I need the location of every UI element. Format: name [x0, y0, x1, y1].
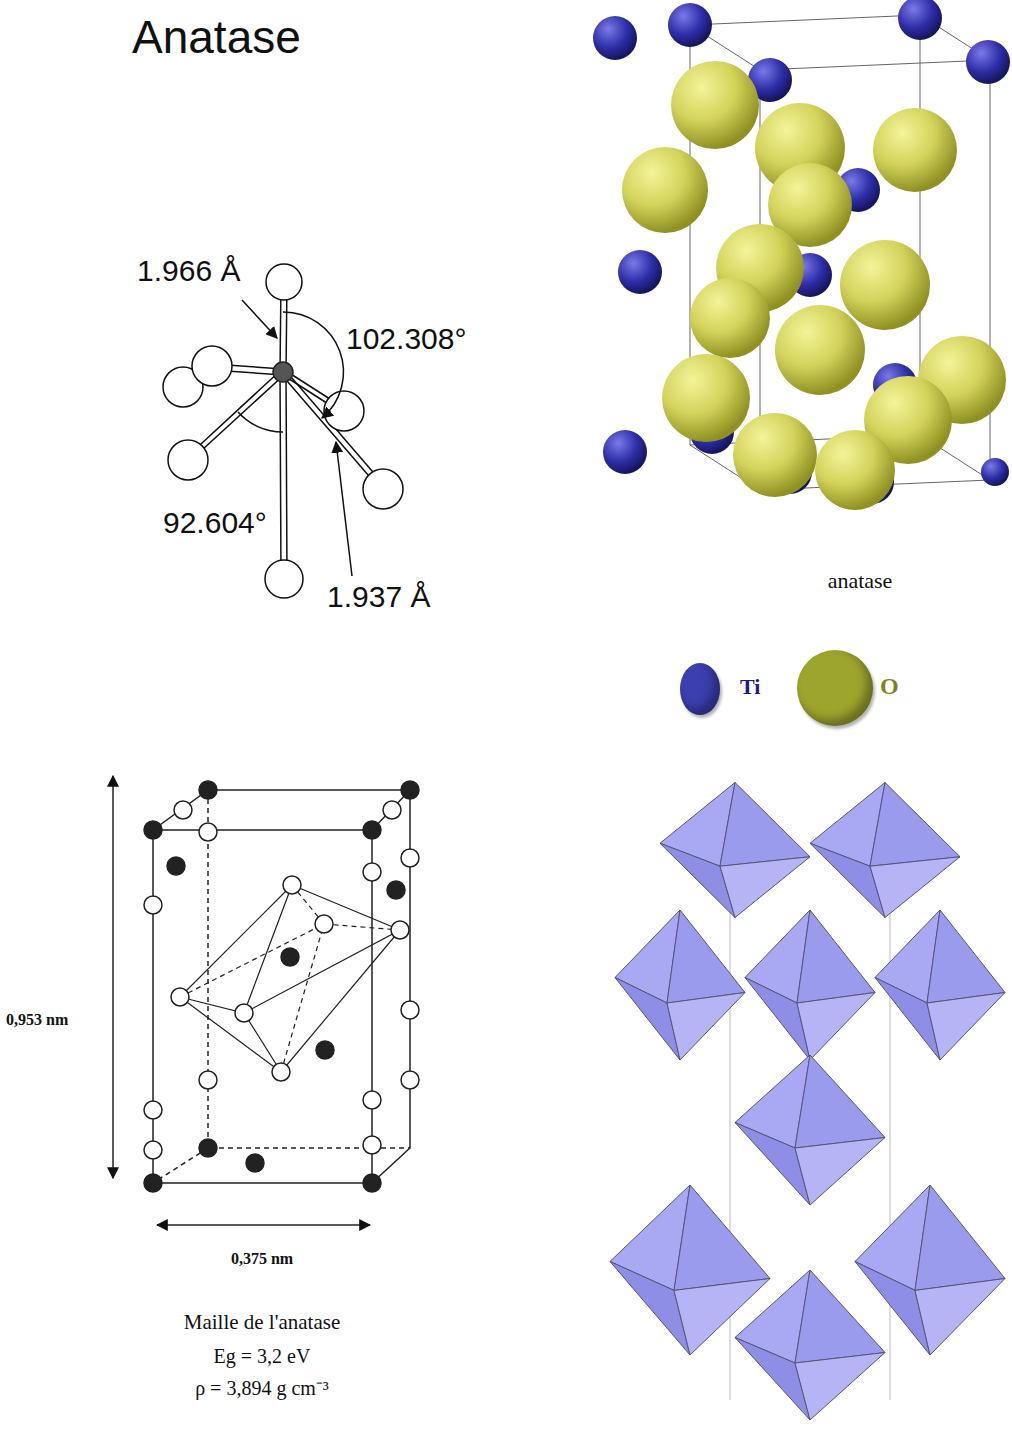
octahedron-face — [667, 910, 745, 1003]
unit-cell-figure — [113, 776, 419, 1225]
octahedron-face — [667, 993, 745, 1061]
legend-text: Ti — [740, 674, 760, 700]
legend-swatch — [680, 663, 720, 715]
octahedron-face — [915, 1185, 1005, 1290]
bond-annotation: 1.966 Å — [137, 254, 240, 288]
title: Anatase — [132, 10, 301, 64]
octahedron-face — [720, 857, 810, 918]
octahedron-face — [927, 993, 1005, 1061]
bond-annotation: 92.604° — [163, 506, 267, 540]
octahedron-outline — [180, 885, 400, 1072]
caption-text: ρ = 3,894 g cm⁻³ — [195, 1374, 329, 1401]
octahedron-face — [915, 1279, 1005, 1356]
caption-text: anatase — [828, 568, 893, 594]
octahedron-face — [870, 857, 960, 918]
bond-annotation: 1.937 Å — [327, 580, 430, 614]
caption-text: Maille de l'anatase — [184, 1310, 341, 1335]
octahedron-face — [674, 1185, 770, 1290]
ball-model — [593, 0, 1010, 510]
octahedron-face — [720, 783, 810, 867]
polyhedra-figure — [610, 783, 1005, 1421]
octahedron-face — [795, 1270, 885, 1363]
octahedron-face — [795, 1138, 885, 1206]
dimension-label: 0,375 nm — [231, 1250, 293, 1268]
octahedron-face — [797, 993, 875, 1061]
octahedron-face — [870, 783, 960, 867]
octahedron-figure — [163, 264, 403, 598]
legend-swatch — [797, 650, 873, 726]
octahedron-face — [795, 1353, 885, 1421]
octahedron-face — [927, 910, 1005, 1003]
dimension-label: 0,953 nm — [6, 1011, 68, 1029]
octahedron-face — [795, 1055, 885, 1148]
bond-annotation: 102.308° — [346, 322, 466, 356]
legend-text: O — [880, 673, 899, 700]
caption-text: Eg = 3,2 eV — [214, 1345, 311, 1368]
octahedron-face — [797, 910, 875, 1003]
